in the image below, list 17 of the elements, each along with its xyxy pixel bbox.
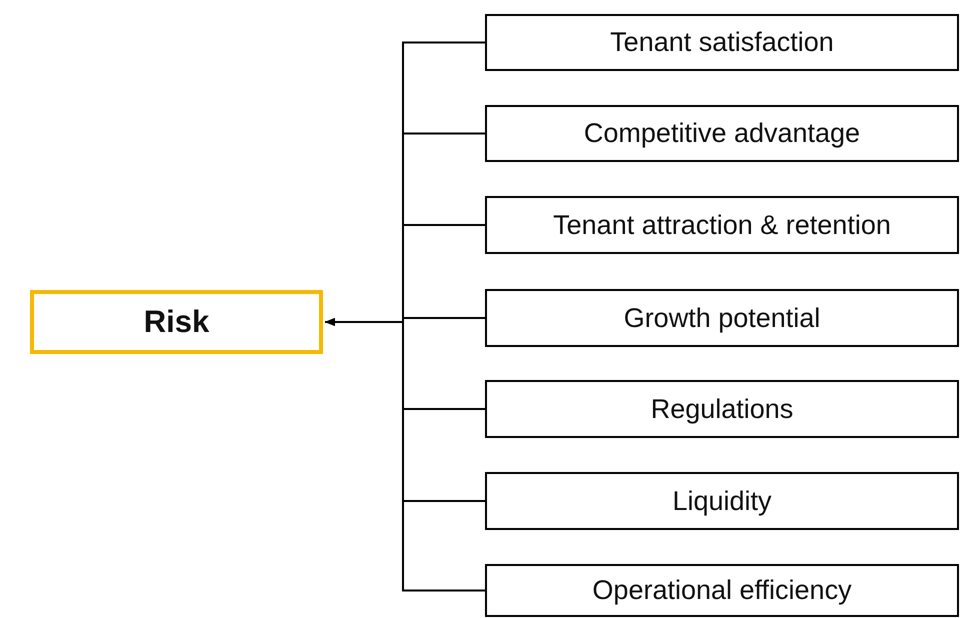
factor-box [485,289,959,347]
factor-box [485,196,959,254]
box-label: Competitive advantage [584,118,860,149]
factor-box [485,472,959,530]
box-label: Regulations [650,394,794,424]
box-label: Growth potential [624,302,820,334]
box-label: Risk [144,304,210,340]
box-label: Operational efficiency [592,575,852,606]
highlighted-box [30,290,323,354]
box-label: Tenant attraction & retention [553,210,891,240]
factor-box [485,105,959,162]
factor-box [485,14,959,71]
box-label: Liquidity [672,486,772,516]
box-label: Tenant satisfaction [610,27,834,58]
connector-arrow [325,318,485,592]
factor-box [485,564,959,617]
factor-box [485,380,959,438]
